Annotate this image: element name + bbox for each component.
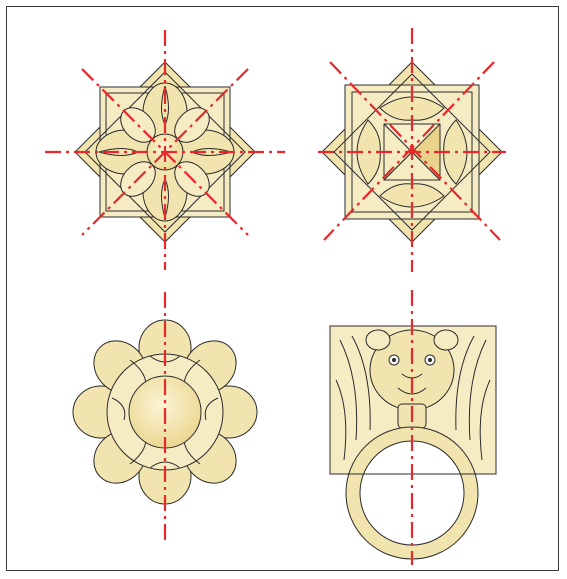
lion-head-knocker <box>330 290 496 565</box>
right-ear-shape <box>434 330 458 350</box>
rosette-round-acanthus <box>73 292 257 540</box>
left-ear-shape <box>366 330 390 350</box>
rosette-octagonal-four-petal <box>45 30 285 270</box>
rosette-octagonal-star <box>318 28 506 272</box>
